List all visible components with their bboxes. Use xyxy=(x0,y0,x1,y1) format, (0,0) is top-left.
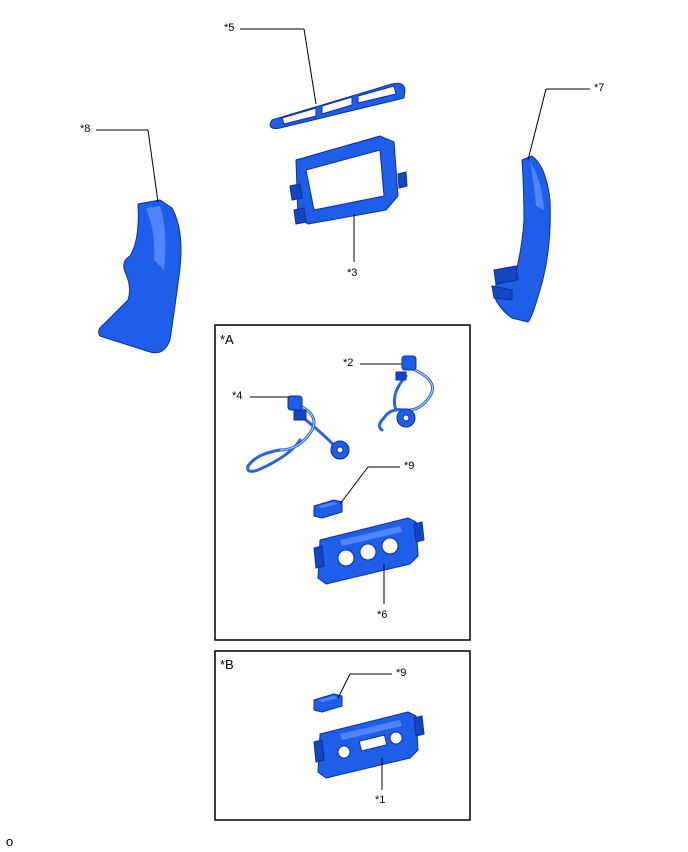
callout-2: *2 xyxy=(343,357,353,369)
part-8-left-panel xyxy=(98,199,182,354)
callout-1: *1 xyxy=(375,794,385,806)
callout-6: *6 xyxy=(377,609,387,621)
part-7-right-panel xyxy=(491,155,551,323)
part-5-bezel-strip xyxy=(269,82,406,129)
callout-9-a: *9 xyxy=(404,460,414,472)
leader-line-8b xyxy=(147,129,159,203)
leader-line-7b xyxy=(527,88,547,161)
callout-7: *7 xyxy=(594,82,604,94)
callout-8: *8 xyxy=(80,123,90,135)
part-3-display-frame xyxy=(289,135,408,225)
group-b-label: *B xyxy=(220,657,234,672)
leader-line-5b xyxy=(303,28,317,105)
callout-4: *4 xyxy=(232,390,242,402)
callout-5: *5 xyxy=(224,22,234,34)
figure-code: o xyxy=(6,834,14,849)
part-4-wire-harness xyxy=(246,395,350,473)
leader-line-9a-b xyxy=(339,466,369,505)
part-2-wire-harness xyxy=(377,355,434,432)
group-a-label: *A xyxy=(220,332,234,347)
leader-line-9b-b xyxy=(337,673,351,699)
part-6-heater-control xyxy=(313,517,425,585)
part-1-heater-control xyxy=(313,711,425,779)
callout-9-b: *9 xyxy=(396,667,406,679)
callout-3: *3 xyxy=(347,267,357,279)
part-9-switch-b xyxy=(313,693,343,713)
part-9-switch-a xyxy=(313,499,343,519)
group-a-frame xyxy=(214,324,471,641)
group-b-frame xyxy=(214,650,471,821)
